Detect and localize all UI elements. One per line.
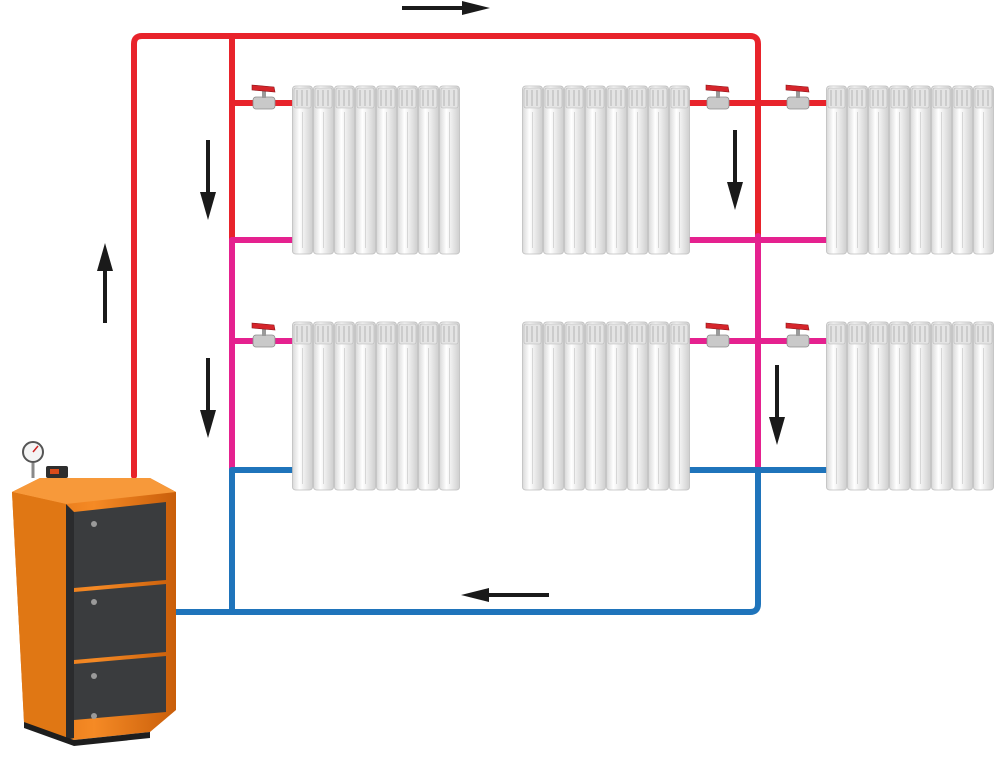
radiator-top-middle [522, 85, 690, 255]
supply-main-pipe [131, 33, 761, 479]
arrow-down-icon [769, 365, 785, 445]
valve-bottom-right[interactable] [785, 322, 810, 348]
radiator-section [439, 321, 460, 491]
radiator-section [952, 85, 973, 255]
valve-bottom-left[interactable] [251, 322, 276, 348]
radiator-section [585, 85, 606, 255]
radiator-section [606, 85, 627, 255]
radiator-section [847, 321, 868, 491]
radiator-section [543, 85, 564, 255]
return-main-pipe [171, 467, 761, 615]
valve-top-left[interactable] [251, 84, 276, 110]
radiator-section [292, 85, 313, 255]
arrow-down-icon [727, 130, 743, 210]
radiator-section [334, 321, 355, 491]
radiator-section [585, 321, 606, 491]
radiator-section [931, 85, 952, 255]
radiator-section [973, 85, 994, 255]
radiator-section [376, 85, 397, 255]
boiler-door-middle[interactable] [74, 584, 166, 660]
radiator-section [648, 85, 669, 255]
radiator-section [606, 321, 627, 491]
radiator-top-right [826, 85, 994, 255]
arrow-down-icon [200, 358, 216, 438]
valve-top-middle[interactable] [705, 84, 730, 110]
door-handle-icon [91, 521, 97, 527]
radiator-section [648, 321, 669, 491]
radiator-section [397, 321, 418, 491]
arrow-up-icon [97, 243, 113, 323]
radiator-section [543, 321, 564, 491]
radiator-section [931, 321, 952, 491]
radiator-section [418, 85, 439, 255]
radiator-section [439, 85, 460, 255]
radiator-section [313, 321, 334, 491]
radiator-section [376, 321, 397, 491]
radiator-bottom-left [292, 321, 460, 491]
radiator-bottom-middle [522, 321, 690, 491]
door-handle-icon [91, 713, 97, 719]
radiator-section [826, 321, 847, 491]
valve-bottom-middle[interactable] [705, 322, 730, 348]
radiator-section [397, 85, 418, 255]
radiator-section [910, 321, 931, 491]
radiator-section [564, 85, 585, 255]
radiator-section [669, 85, 690, 255]
radiator-section [313, 85, 334, 255]
radiators [292, 85, 994, 491]
boiler-door-upper[interactable] [74, 502, 166, 588]
radiator-section [355, 85, 376, 255]
radiator-section [522, 85, 543, 255]
radiator-section [355, 321, 376, 491]
radiator-section [418, 321, 439, 491]
radiator-bottom-right [826, 321, 994, 491]
arrow-right-icon [402, 1, 490, 15]
radiator-section [868, 321, 889, 491]
arrow-down-icon [200, 140, 216, 220]
door-handle-icon [91, 673, 97, 679]
radiator-section [910, 85, 931, 255]
radiator-section [826, 85, 847, 255]
radiator-section [564, 321, 585, 491]
radiator-section [973, 321, 994, 491]
radiator-section [889, 85, 910, 255]
arrow-left-icon [461, 588, 549, 602]
radiator-section [952, 321, 973, 491]
door-handle-icon [91, 599, 97, 605]
valves [251, 84, 810, 348]
boiler [12, 441, 176, 746]
radiator-section [669, 321, 690, 491]
boiler-door-panels [66, 502, 166, 740]
flow-arrows [97, 1, 785, 602]
radiator-section [522, 321, 543, 491]
radiator-section [847, 85, 868, 255]
radiator-section [627, 321, 648, 491]
radiator-section [334, 85, 355, 255]
pipes [131, 33, 829, 615]
valve-top-right[interactable] [785, 84, 810, 110]
radiator-section [889, 321, 910, 491]
radiator-section [627, 85, 648, 255]
boiler-door-lower[interactable] [74, 656, 166, 720]
radiator-section [292, 321, 313, 491]
radiator-top-left [292, 85, 460, 255]
radiator-section [868, 85, 889, 255]
